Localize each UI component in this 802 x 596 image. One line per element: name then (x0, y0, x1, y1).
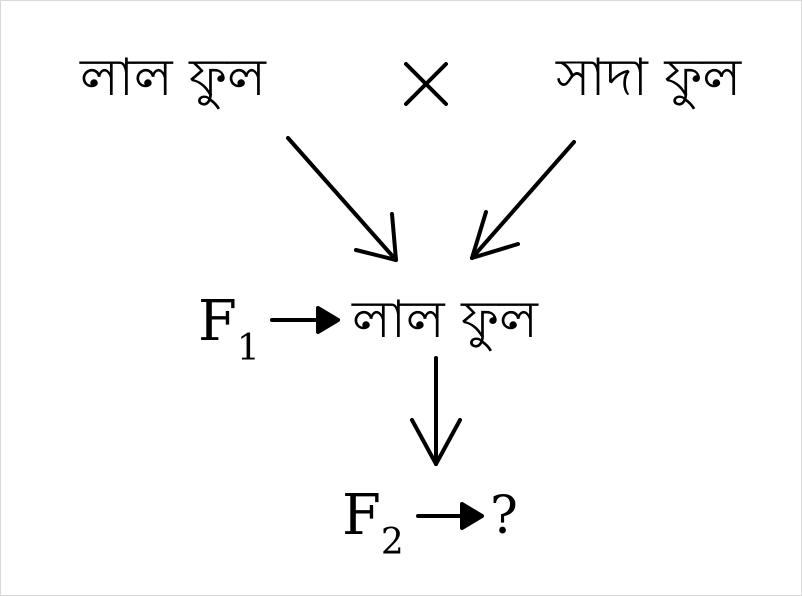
f2-generation-label: F2 (342, 483, 404, 561)
f1-generation-label: F1 (198, 289, 260, 367)
f1-subscript: 1 (236, 328, 260, 369)
f2-result-question: ? (490, 486, 518, 546)
f2-subscript: 2 (380, 522, 404, 563)
parent-red-flower: লাল ফুল (80, 48, 266, 108)
f1-letter: F (198, 289, 237, 354)
f1-result-red-flower: লাল ফুল (352, 290, 538, 350)
f2-letter: F (342, 483, 381, 548)
cross-symbol (404, 62, 448, 106)
parent-white-flower: সাদা ফুল (556, 48, 742, 108)
